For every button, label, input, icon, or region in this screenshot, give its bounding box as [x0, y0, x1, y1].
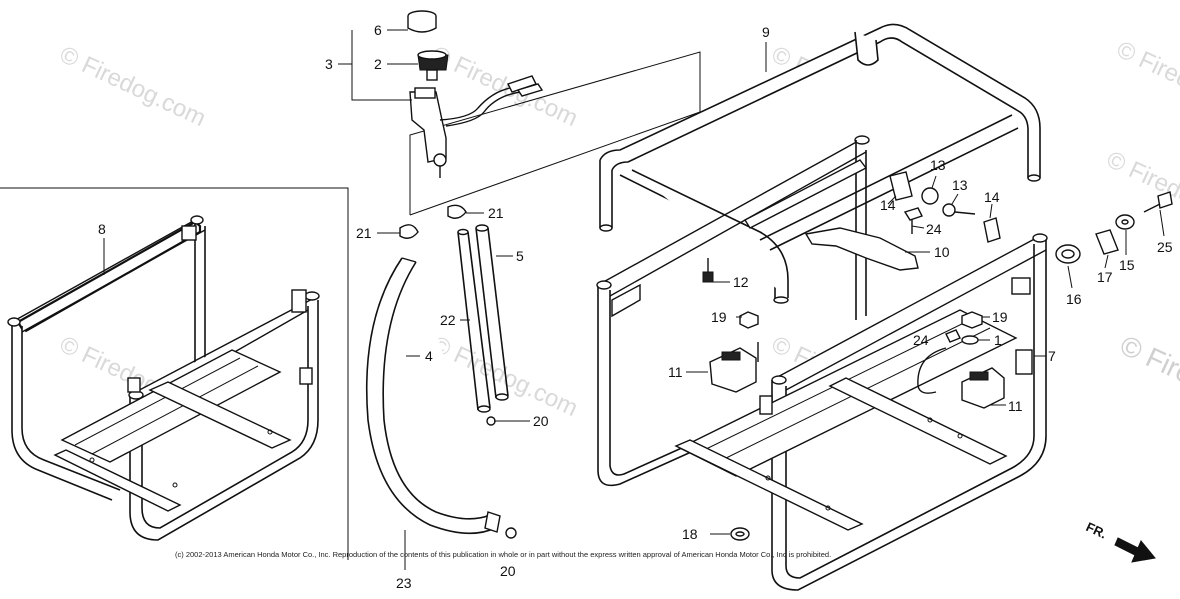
- callout-6: 6: [374, 22, 382, 38]
- callout-8: 8: [98, 221, 106, 237]
- callout-22: 22: [440, 312, 456, 328]
- front-arrow-icon: [1114, 537, 1156, 563]
- callout-25: 25: [1157, 239, 1173, 255]
- copyright-notice: (c) 2002-2013 American Honda Motor Co., …: [175, 550, 831, 559]
- callout-20a: 20: [533, 413, 549, 429]
- front-direction-indicator: FR.: [1084, 519, 1156, 563]
- callout-21a: 21: [356, 225, 372, 241]
- callout-5: 5: [516, 248, 524, 264]
- callout-3: 3: [325, 56, 333, 72]
- watermark: © Firedog.com: [55, 41, 209, 132]
- callout-12: 12: [733, 274, 749, 290]
- callout-21b: 21: [488, 205, 504, 221]
- frame-assembly-left: [7, 215, 320, 541]
- callout-19a: 19: [711, 309, 727, 325]
- callout-11b: 11: [1008, 398, 1023, 414]
- callout-4: 4: [425, 348, 433, 364]
- front-direction-label: FR.: [1084, 519, 1109, 541]
- hardware-parts: [702, 171, 1173, 541]
- callout-13b: 13: [952, 177, 968, 193]
- callout-23: 23: [396, 575, 412, 591]
- callout-16: 16: [1066, 291, 1082, 307]
- callout-24b: 24: [913, 332, 929, 348]
- section-outlines: [0, 51, 701, 560]
- callout-2: 2: [374, 56, 382, 72]
- callout-10: 10: [934, 244, 950, 260]
- callout-11a: 11: [668, 364, 683, 380]
- callout-14a: 14: [880, 197, 896, 213]
- callout-15: 15: [1119, 257, 1135, 273]
- callout-19b: 19: [992, 309, 1008, 325]
- callout-13a: 13: [930, 157, 946, 173]
- callout-18: 18: [682, 526, 698, 542]
- leader-lines: [103, 29, 1165, 570]
- watermark: © Fire: [1115, 329, 1180, 389]
- fuel-hoses: [365, 204, 517, 539]
- fuel-cock-assembly: [407, 10, 544, 178]
- callout-17: 17: [1097, 269, 1113, 285]
- callout-1: 1: [994, 332, 1002, 348]
- watermark: © Firedog.com: [1102, 146, 1180, 237]
- frame-assembly-main: [596, 23, 1048, 591]
- callout-20b: 20: [500, 563, 516, 579]
- watermark: © Firedog.com: [1112, 36, 1180, 127]
- callout-14b: 14: [984, 189, 1000, 205]
- callout-labels: 6 2 3 9 8 21 21 5 22 4 20 23 20 12 19 11…: [98, 22, 1173, 591]
- callout-7: 7: [1048, 348, 1056, 364]
- callout-9: 9: [762, 24, 770, 40]
- callout-24a: 24: [926, 221, 942, 237]
